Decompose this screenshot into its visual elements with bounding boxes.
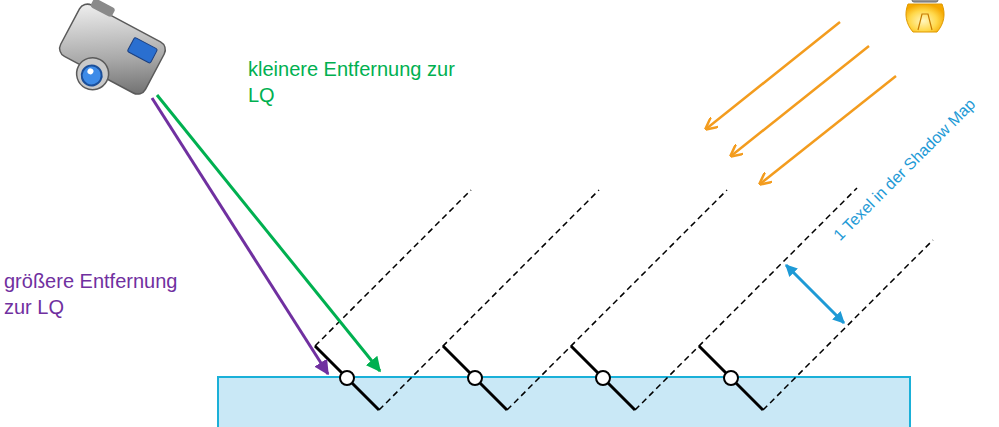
texel-segments [315, 346, 763, 410]
light-rays [706, 22, 896, 184]
light-bulb [906, 0, 944, 32]
texel-width-arrow [786, 265, 844, 323]
surface [218, 377, 910, 427]
near-distance-label: kleinere Entfernung zur LQ [248, 56, 458, 108]
camera-icon [48, 0, 172, 113]
near-ray [157, 95, 380, 371]
far-distance-label: größere Entfernung zur LQ [4, 268, 199, 320]
far-ray [152, 98, 328, 374]
sample-points [340, 371, 738, 385]
texel-size-label: 1 Texel in der Shadow Map [830, 95, 981, 246]
